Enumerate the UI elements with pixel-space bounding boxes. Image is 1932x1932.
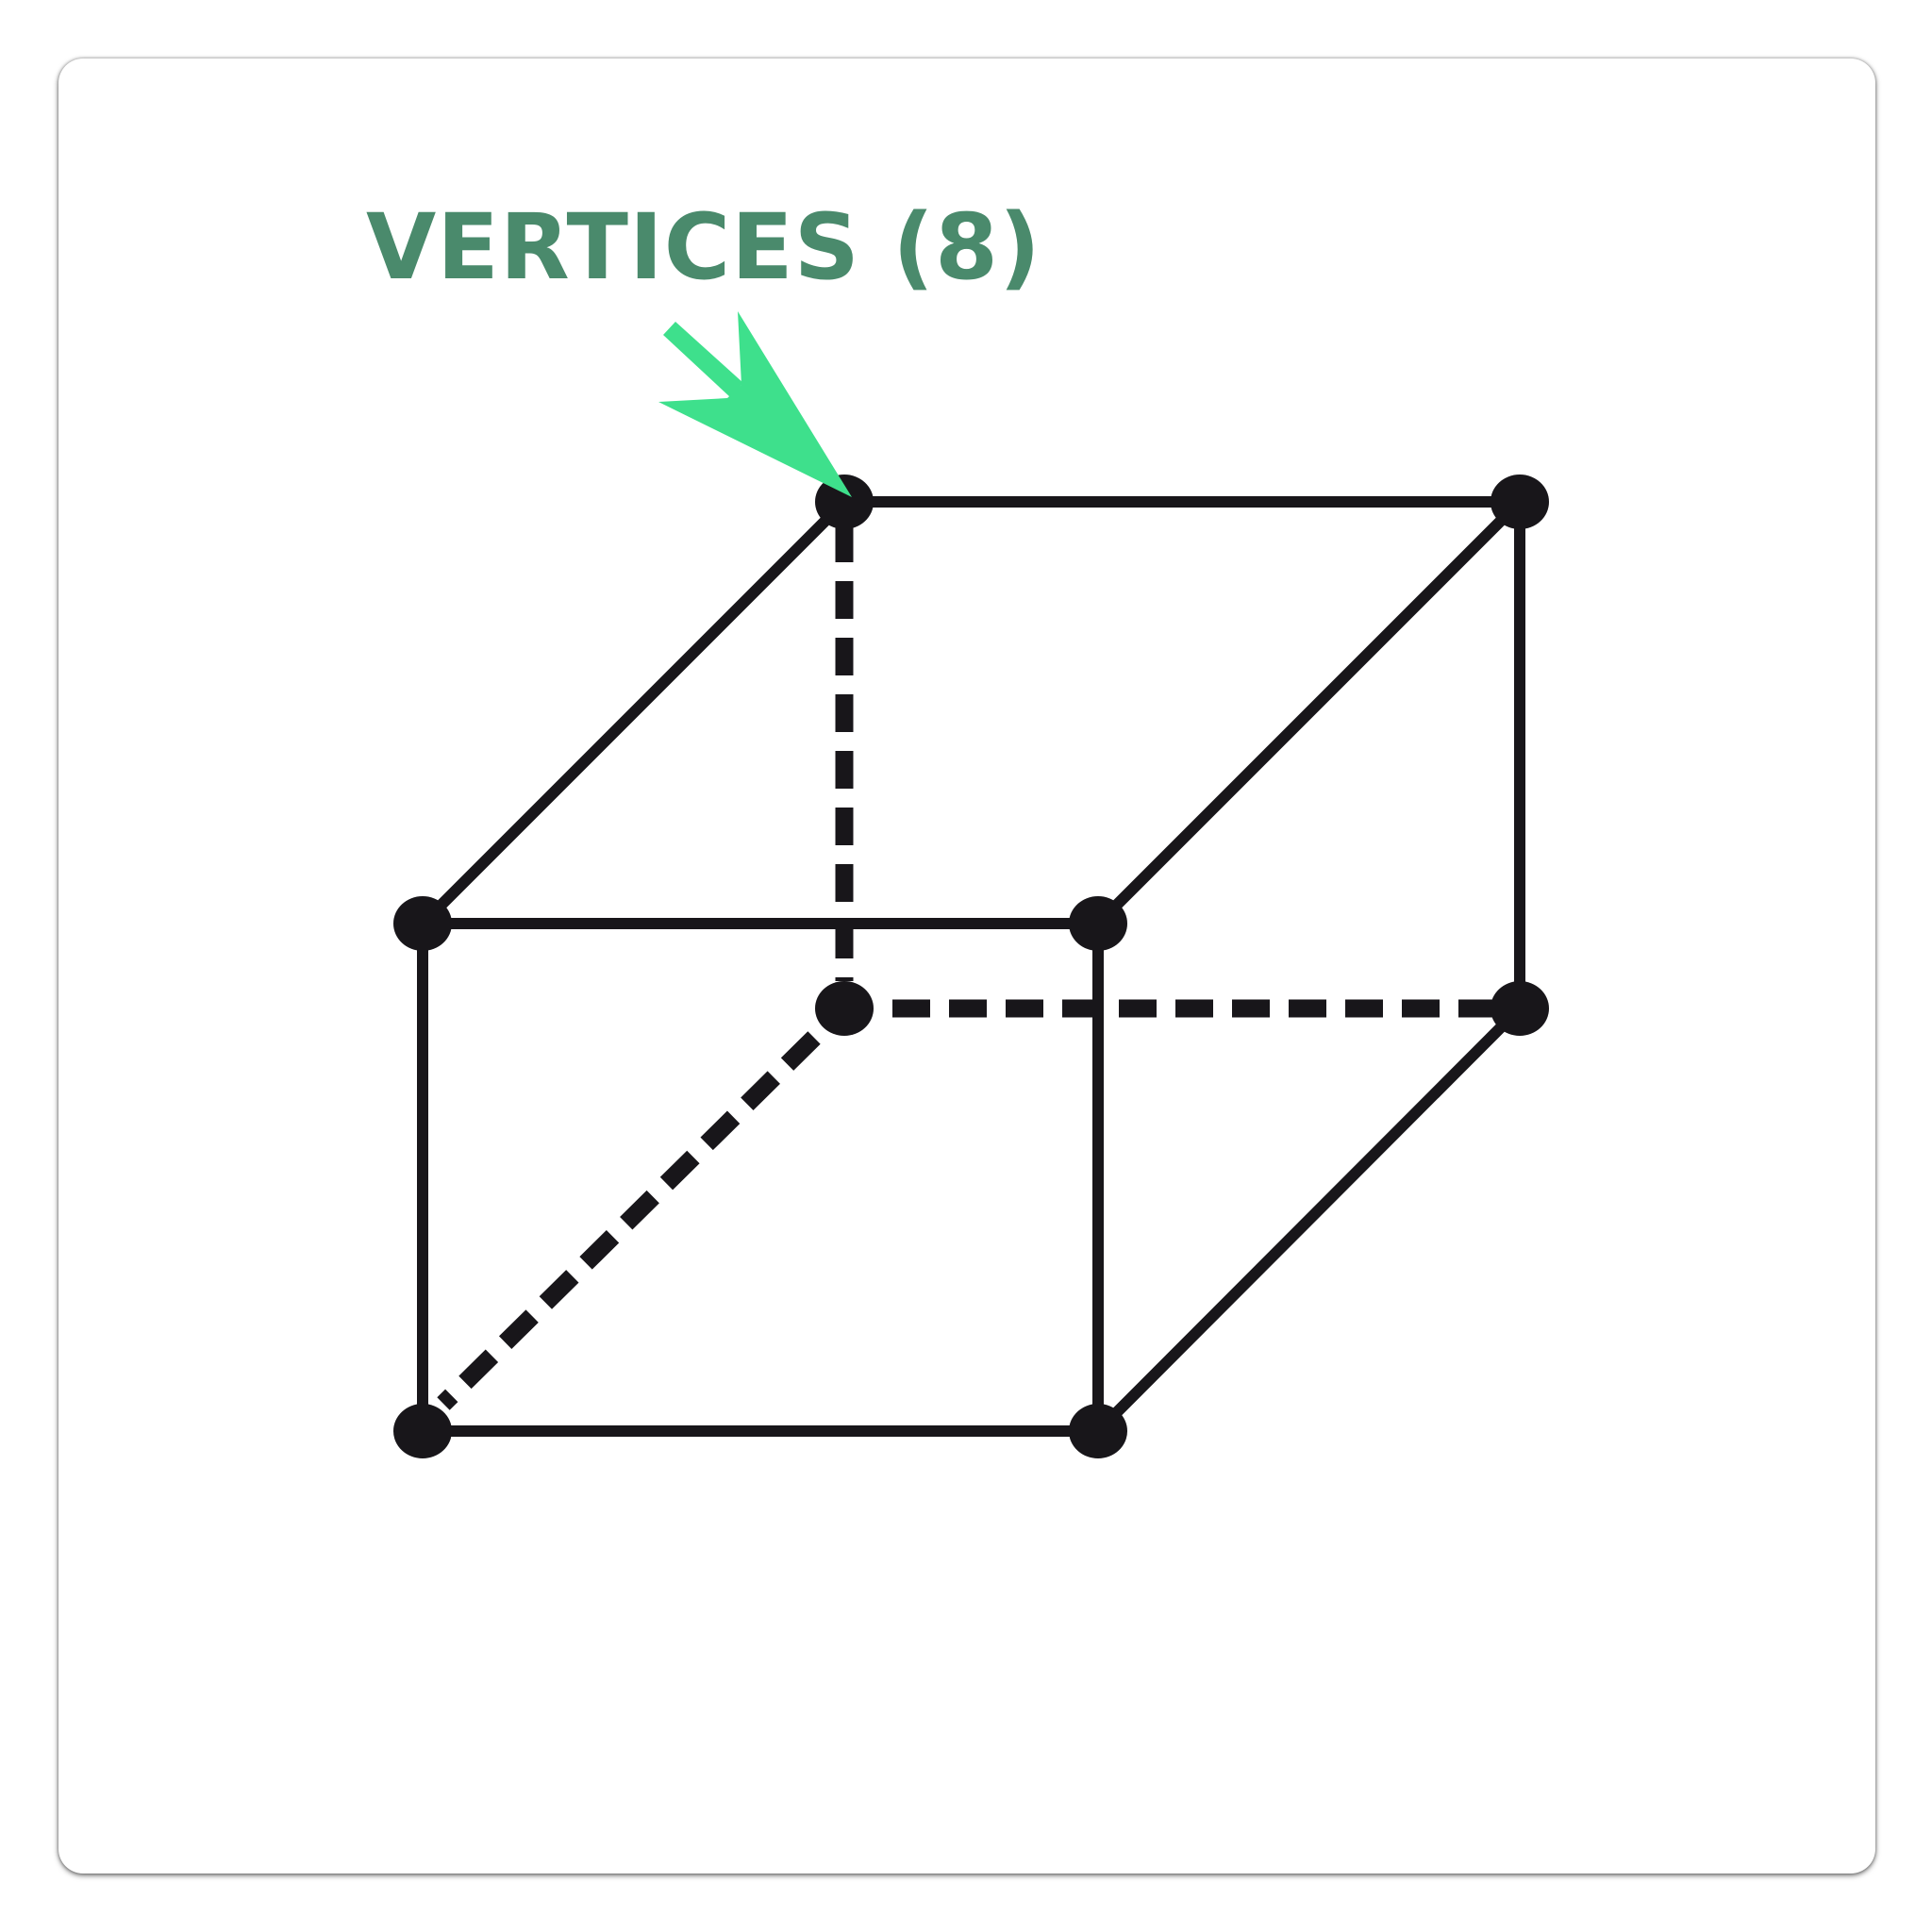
vertex [815, 475, 874, 529]
vertex [815, 981, 874, 1036]
hidden-edges [437, 525, 1502, 1410]
vertex [1069, 1404, 1127, 1458]
edge-depth-top-right [1093, 497, 1524, 928]
vertex [393, 1404, 452, 1458]
diagram-card [58, 58, 1875, 1874]
vertex [393, 896, 452, 951]
visible-edges [417, 496, 1525, 1437]
pointer-arrow-icon [658, 311, 852, 497]
edge-depth-top-left [418, 497, 849, 928]
arrow-head [658, 311, 852, 497]
vertices-label: VERTICES (8) [366, 194, 1041, 300]
arrow-shaft [663, 322, 743, 397]
vertex [1491, 981, 1549, 1036]
hidden-edge-depth-bottom-left [437, 1031, 821, 1410]
vertex [1491, 475, 1549, 529]
edge-depth-bottom-right [1093, 1004, 1524, 1436]
vertex [1069, 896, 1127, 951]
vertices [393, 475, 1549, 1458]
